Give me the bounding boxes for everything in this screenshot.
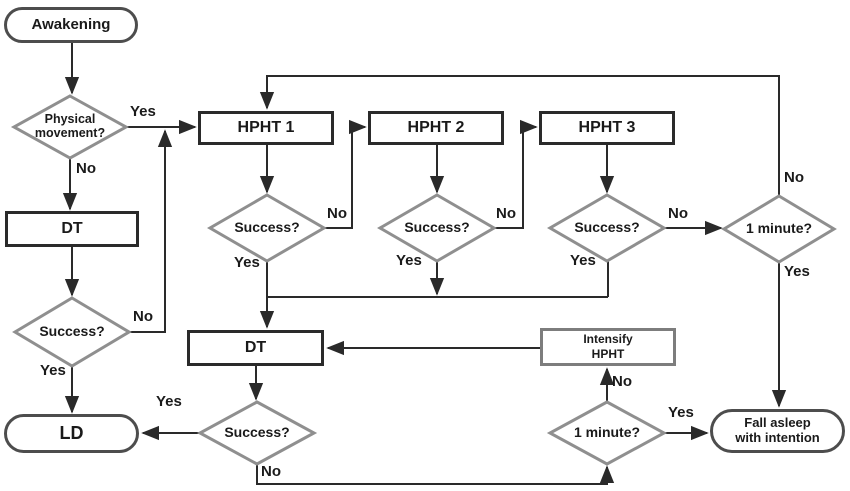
node-one-minute-bottom-shape — [546, 400, 668, 466]
node-dt2: DT — [187, 330, 324, 366]
node-awakening-label: Awakening — [31, 16, 111, 34]
edge-label-one-minute-top-yes: Yes — [784, 263, 810, 280]
edge-label-success1-no: No — [327, 205, 347, 222]
edge-label-success-bottom-yes: Yes — [156, 393, 182, 410]
edge-label-success-left-no: No — [133, 308, 153, 325]
edge-label-one-minute-bottom-yes: Yes — [668, 404, 694, 421]
node-success-bottom-shape — [196, 400, 318, 466]
node-fall-asleep: Fall asleep with intention — [710, 409, 845, 453]
node-hpht3: HPHT 3 — [539, 111, 675, 145]
node-hpht2-label: HPHT 2 — [407, 118, 465, 136]
node-hpht2: HPHT 2 — [368, 111, 504, 145]
edge-label-success2-yes: Yes — [396, 252, 422, 269]
node-dt1-label: DT — [61, 219, 83, 237]
edge-label-success2-no: No — [496, 205, 516, 222]
edge-success-bottom-no-to-one-minute-bottom — [256, 464, 615, 485]
node-intensify-hpht-label: Intensify HPHT — [583, 332, 633, 361]
edge-label-success3-yes: Yes — [570, 252, 596, 269]
node-hpht1: HPHT 1 — [198, 111, 334, 145]
node-ld-label: LD — [59, 423, 84, 444]
node-fall-asleep-label: Fall asleep with intention — [735, 415, 820, 445]
edge-label-success1-yes: Yes — [234, 254, 260, 271]
edge-success1-no-to-hpht2 — [324, 119, 367, 229]
edge-label-success3-no: No — [668, 205, 688, 222]
edge-label-success-left-yes: Yes — [40, 362, 66, 379]
edge-label-one-minute-bottom-no: No — [612, 373, 632, 390]
edge-label-success-bottom-no: No — [261, 463, 281, 480]
node-success-left-shape — [12, 296, 132, 368]
node-hpht1-label: HPHT 1 — [237, 118, 295, 136]
node-one-minute-top-shape — [721, 194, 837, 264]
node-success3-shape — [547, 193, 667, 263]
edge-label-physical-yes: Yes — [130, 103, 156, 120]
edge-success-left-no-loop — [129, 129, 173, 333]
node-dt2-label: DT — [244, 338, 267, 356]
node-success2-shape — [377, 193, 497, 263]
node-hpht3-label: HPHT 3 — [578, 118, 636, 136]
edge-label-physical-no: No — [76, 160, 96, 177]
node-ld: LD — [4, 414, 139, 453]
node-intensify-hpht: Intensify HPHT — [540, 328, 676, 366]
edge-label-one-minute-top-no: No — [784, 169, 804, 186]
node-awakening: Awakening — [4, 7, 138, 43]
node-physical-movement-shape — [10, 94, 130, 160]
edge-one-minute-top-no-to-hpht1 — [259, 75, 780, 196]
node-success1-shape — [207, 193, 327, 263]
edge-success2-no-to-hpht3 — [494, 119, 538, 229]
node-dt1: DT — [5, 211, 139, 247]
